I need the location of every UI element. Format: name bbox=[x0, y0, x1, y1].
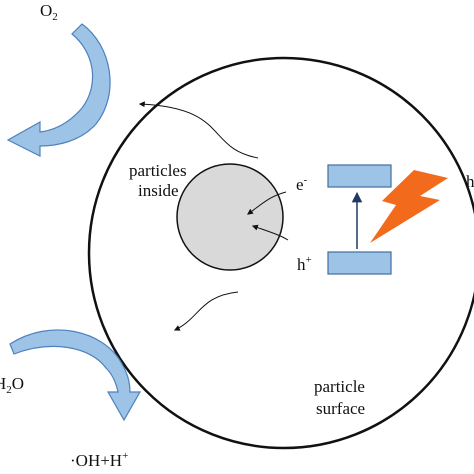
hole-transfer-arrow bbox=[251, 224, 289, 241]
inner-particle bbox=[176, 163, 284, 271]
label-electron: e- bbox=[296, 174, 308, 194]
migration-arrow-top bbox=[138, 101, 259, 159]
label-particle-surface-1: particle bbox=[314, 377, 365, 396]
conduction-band bbox=[327, 164, 392, 188]
label-oxygen: O2 bbox=[40, 1, 58, 23]
label-hole: h+ bbox=[297, 254, 312, 274]
electron-transfer-arrow bbox=[247, 191, 287, 215]
label-particles-inside-2: inside bbox=[138, 181, 179, 200]
curved-arrow-icon bbox=[6, 23, 111, 157]
particle-outline bbox=[87, 56, 474, 450]
label-particles-inside-1: particles bbox=[129, 161, 187, 180]
label-products: ·OH+H+ bbox=[70, 450, 128, 470]
lightning-bolt-icon bbox=[370, 170, 448, 243]
curved-arrow-icon bbox=[9, 329, 142, 422]
label-water: H2O bbox=[0, 374, 24, 396]
label-light: h bbox=[466, 172, 474, 191]
label-particle-surface-2: surface bbox=[316, 399, 365, 418]
valence-band bbox=[327, 251, 392, 275]
migration-arrow-bottom bbox=[173, 291, 239, 331]
